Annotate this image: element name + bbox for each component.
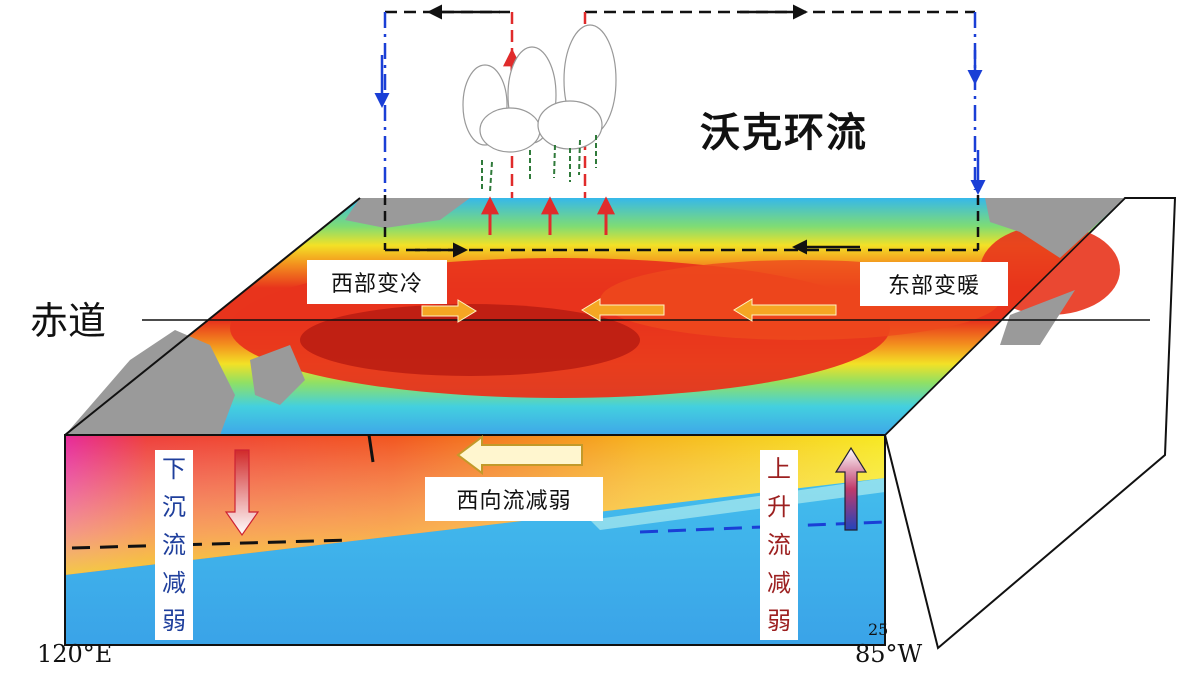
coord-120e: 120°E [37,640,112,668]
page-title: 沃克环流 [700,100,868,158]
upwelling-label: 上 升 流 减 弱 [760,450,798,640]
east-warming-label: 东部变暖 [860,262,1008,306]
equator-label: 赤道 [30,290,106,345]
downwelling-label: 下 沉 流 减 弱 [155,450,193,640]
cloud-icon [463,25,616,152]
westward-current-label: 西向流减弱 [425,477,603,521]
coord-85w: 85°W [855,640,922,668]
land-west-south [65,330,235,435]
coord-small: 25 [868,620,888,639]
west-cooling-label: 西部变冷 [307,260,447,304]
